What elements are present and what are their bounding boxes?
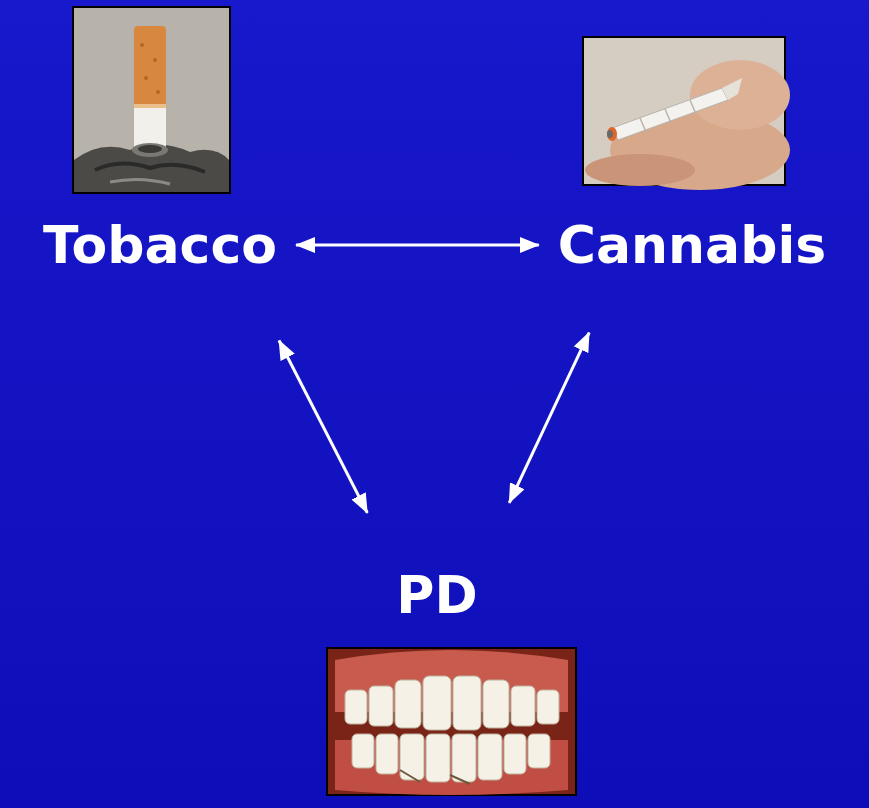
cigarette-photo [73,7,230,193]
double-arrow [296,244,539,247]
joint-photo [583,37,790,190]
double-arrow [509,333,589,503]
text-node: Cannabis [554,212,830,278]
node-label: PD [392,562,481,628]
node-label: Tobacco [39,212,281,278]
periodontal-teeth-photo [327,648,576,795]
double-arrow [279,341,367,513]
text-node: Tobacco [39,212,281,278]
node-label: Cannabis [554,212,830,278]
text-node: PD [392,562,481,628]
